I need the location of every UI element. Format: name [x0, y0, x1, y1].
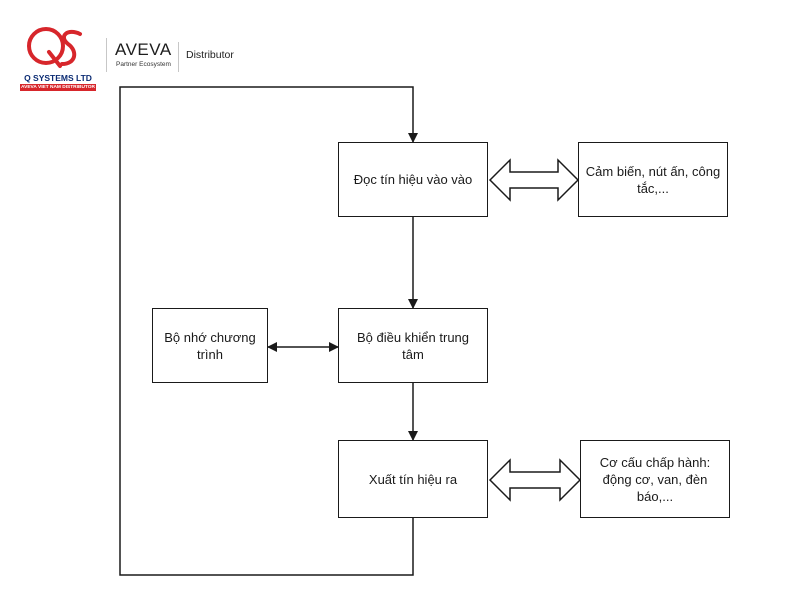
node-read-input: Đọc tín hiệu vào vào [338, 142, 488, 217]
logo-divider [178, 42, 179, 72]
q-systems-logo: Q SYSTEMS LTD AVEVA VIET NAM DISTRIBUTOR [18, 24, 98, 94]
node-controller-label: Bộ điều khiển trung tâm [356, 329, 470, 362]
node-output: Xuất tín hiệu ra [338, 440, 488, 518]
aveva-logo-text: AVEVA [115, 40, 172, 59]
header: Q SYSTEMS LTD AVEVA VIET NAM DISTRIBUTOR… [0, 0, 800, 100]
node-output-label: Xuất tín hiệu ra [368, 471, 458, 487]
qs-monogram-icon [27, 27, 82, 68]
node-program-memory-label: Bộ nhớ chương trình [164, 329, 256, 362]
q-systems-company-name: Q SYSTEMS LTD [24, 73, 92, 83]
feedback-loop-arrow [119, 86, 418, 576]
node-sensors-label: Cảm biến, nút ấn, công tắc,... [585, 163, 721, 196]
logo-divider [106, 38, 107, 72]
node-program-memory: Bộ nhớ chương trình [152, 308, 268, 383]
node-read-input-label: Đọc tín hiệu vào vào [353, 172, 473, 187]
node-sensors: Cảm biến, nút ấn, công tắc,... [578, 142, 728, 217]
node-controller: Bộ điều khiển trung tâm [338, 308, 488, 383]
aveva-partner-label: Partner Ecosystem [116, 61, 171, 68]
node-actuators-label: Cơ cấu chấp hành: động cơ, van, đèn báo,… [599, 454, 711, 504]
distributor-label: Distributor [186, 49, 234, 61]
double-arrow-actuators [488, 458, 582, 502]
node-actuators: Cơ cấu chấp hành: động cơ, van, đèn báo,… [580, 440, 730, 518]
q-systems-tagline: AVEVA VIET NAM DISTRIBUTOR [20, 84, 96, 91]
double-arrow-sensors [488, 158, 580, 202]
